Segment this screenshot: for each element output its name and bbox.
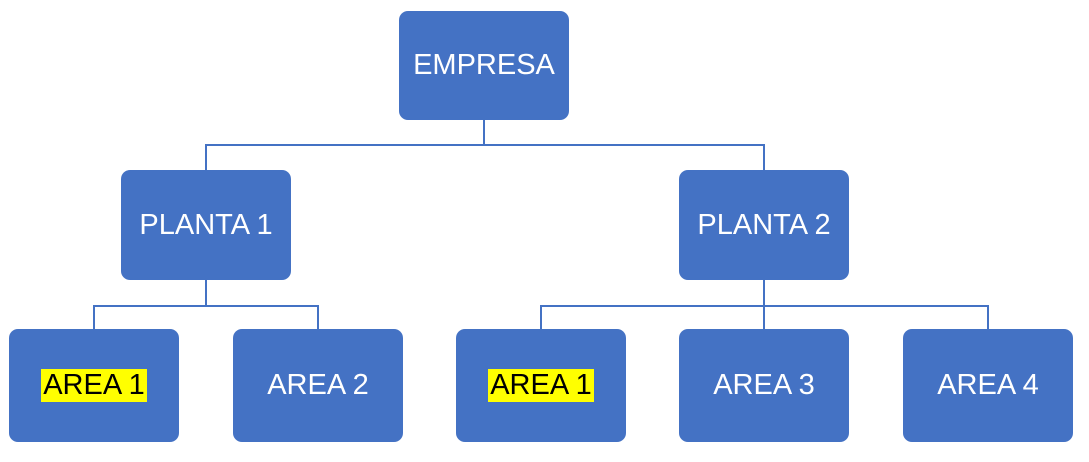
node-planta-1[interactable]: PLANTA 1 [121,170,291,280]
connector-empresa-plantas [205,120,765,170]
node-planta-2-area-4[interactable]: AREA 4 [903,329,1073,442]
node-planta-2[interactable]: PLANTA 2 [679,170,849,280]
node-planta-1-area-1[interactable]: AREA 1 [9,329,179,442]
node-label-highlighted: AREA 1 [488,369,594,402]
node-label: EMPRESA [413,49,555,81]
node-label: PLANTA 1 [139,208,273,241]
node-planta-1-area-2[interactable]: AREA 2 [233,329,403,442]
node-planta-2-area-3[interactable]: AREA 3 [679,329,849,442]
node-label: AREA 2 [267,369,369,401]
connector-planta1-areas [93,280,319,330]
node-label: AREA 4 [937,369,1039,401]
node-label: AREA 3 [713,369,815,401]
node-empresa[interactable]: EMPRESA [399,11,569,120]
node-label: PLANTA 2 [697,208,831,241]
connector-planta2-areas [540,280,989,330]
node-planta-2-area-1[interactable]: AREA 1 [456,329,626,442]
node-label-highlighted: AREA 1 [41,369,147,402]
